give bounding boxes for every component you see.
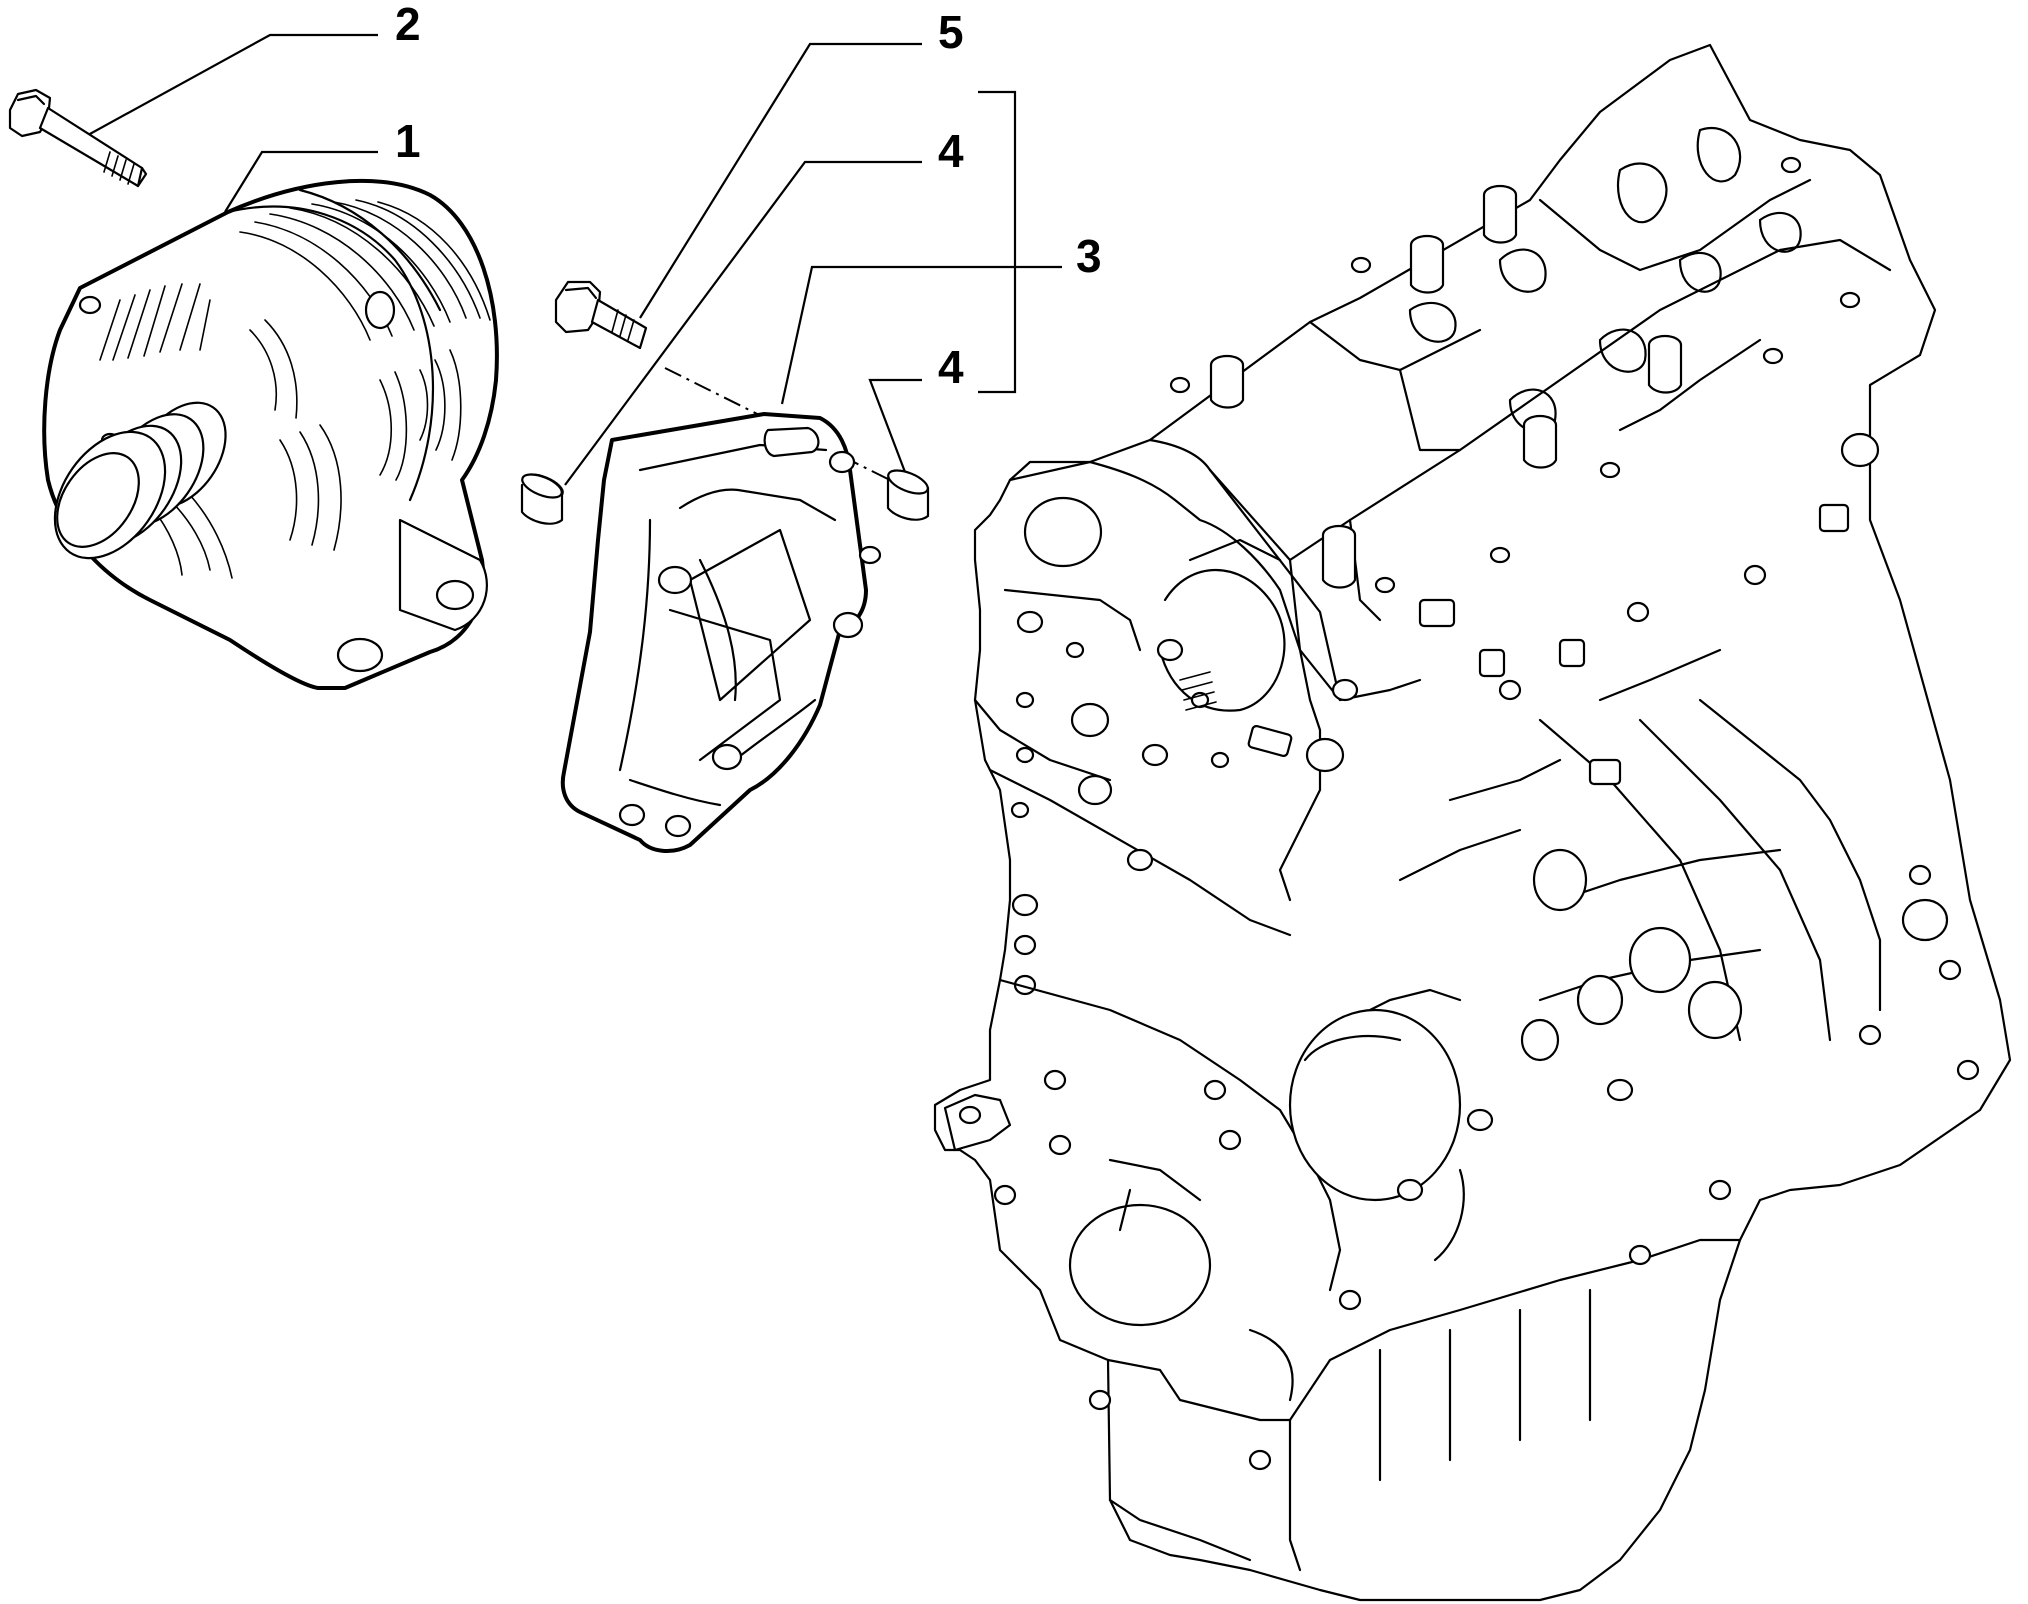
callout-label-4-upper: 4 xyxy=(938,125,964,177)
engine-block xyxy=(933,43,2012,1602)
callout-label-1: 1 xyxy=(395,115,421,167)
callout-label-4-lower: 4 xyxy=(938,341,964,393)
alternator xyxy=(42,178,499,690)
leader-line-5 xyxy=(639,42,922,319)
leader-lines xyxy=(87,33,1062,501)
callout-label-5: 5 xyxy=(938,6,964,58)
alternator-bracket xyxy=(560,412,882,853)
dowel-right xyxy=(886,469,930,521)
leader-line-4-lower xyxy=(868,378,922,473)
alternator-bolt xyxy=(8,88,148,188)
leader-line-3 xyxy=(780,265,1062,405)
bracket-group-line xyxy=(978,90,1017,394)
leader-line-2 xyxy=(87,33,378,136)
callout-label-2: 2 xyxy=(395,0,421,50)
dowel-left xyxy=(520,473,564,525)
leader-line-1 xyxy=(224,150,378,213)
callout-labels: 2 1 5 4 3 4 xyxy=(395,0,1102,393)
bracket-bolt xyxy=(554,280,648,350)
callout-label-3: 3 xyxy=(1076,230,1102,282)
leader-line-4-upper xyxy=(564,160,922,486)
